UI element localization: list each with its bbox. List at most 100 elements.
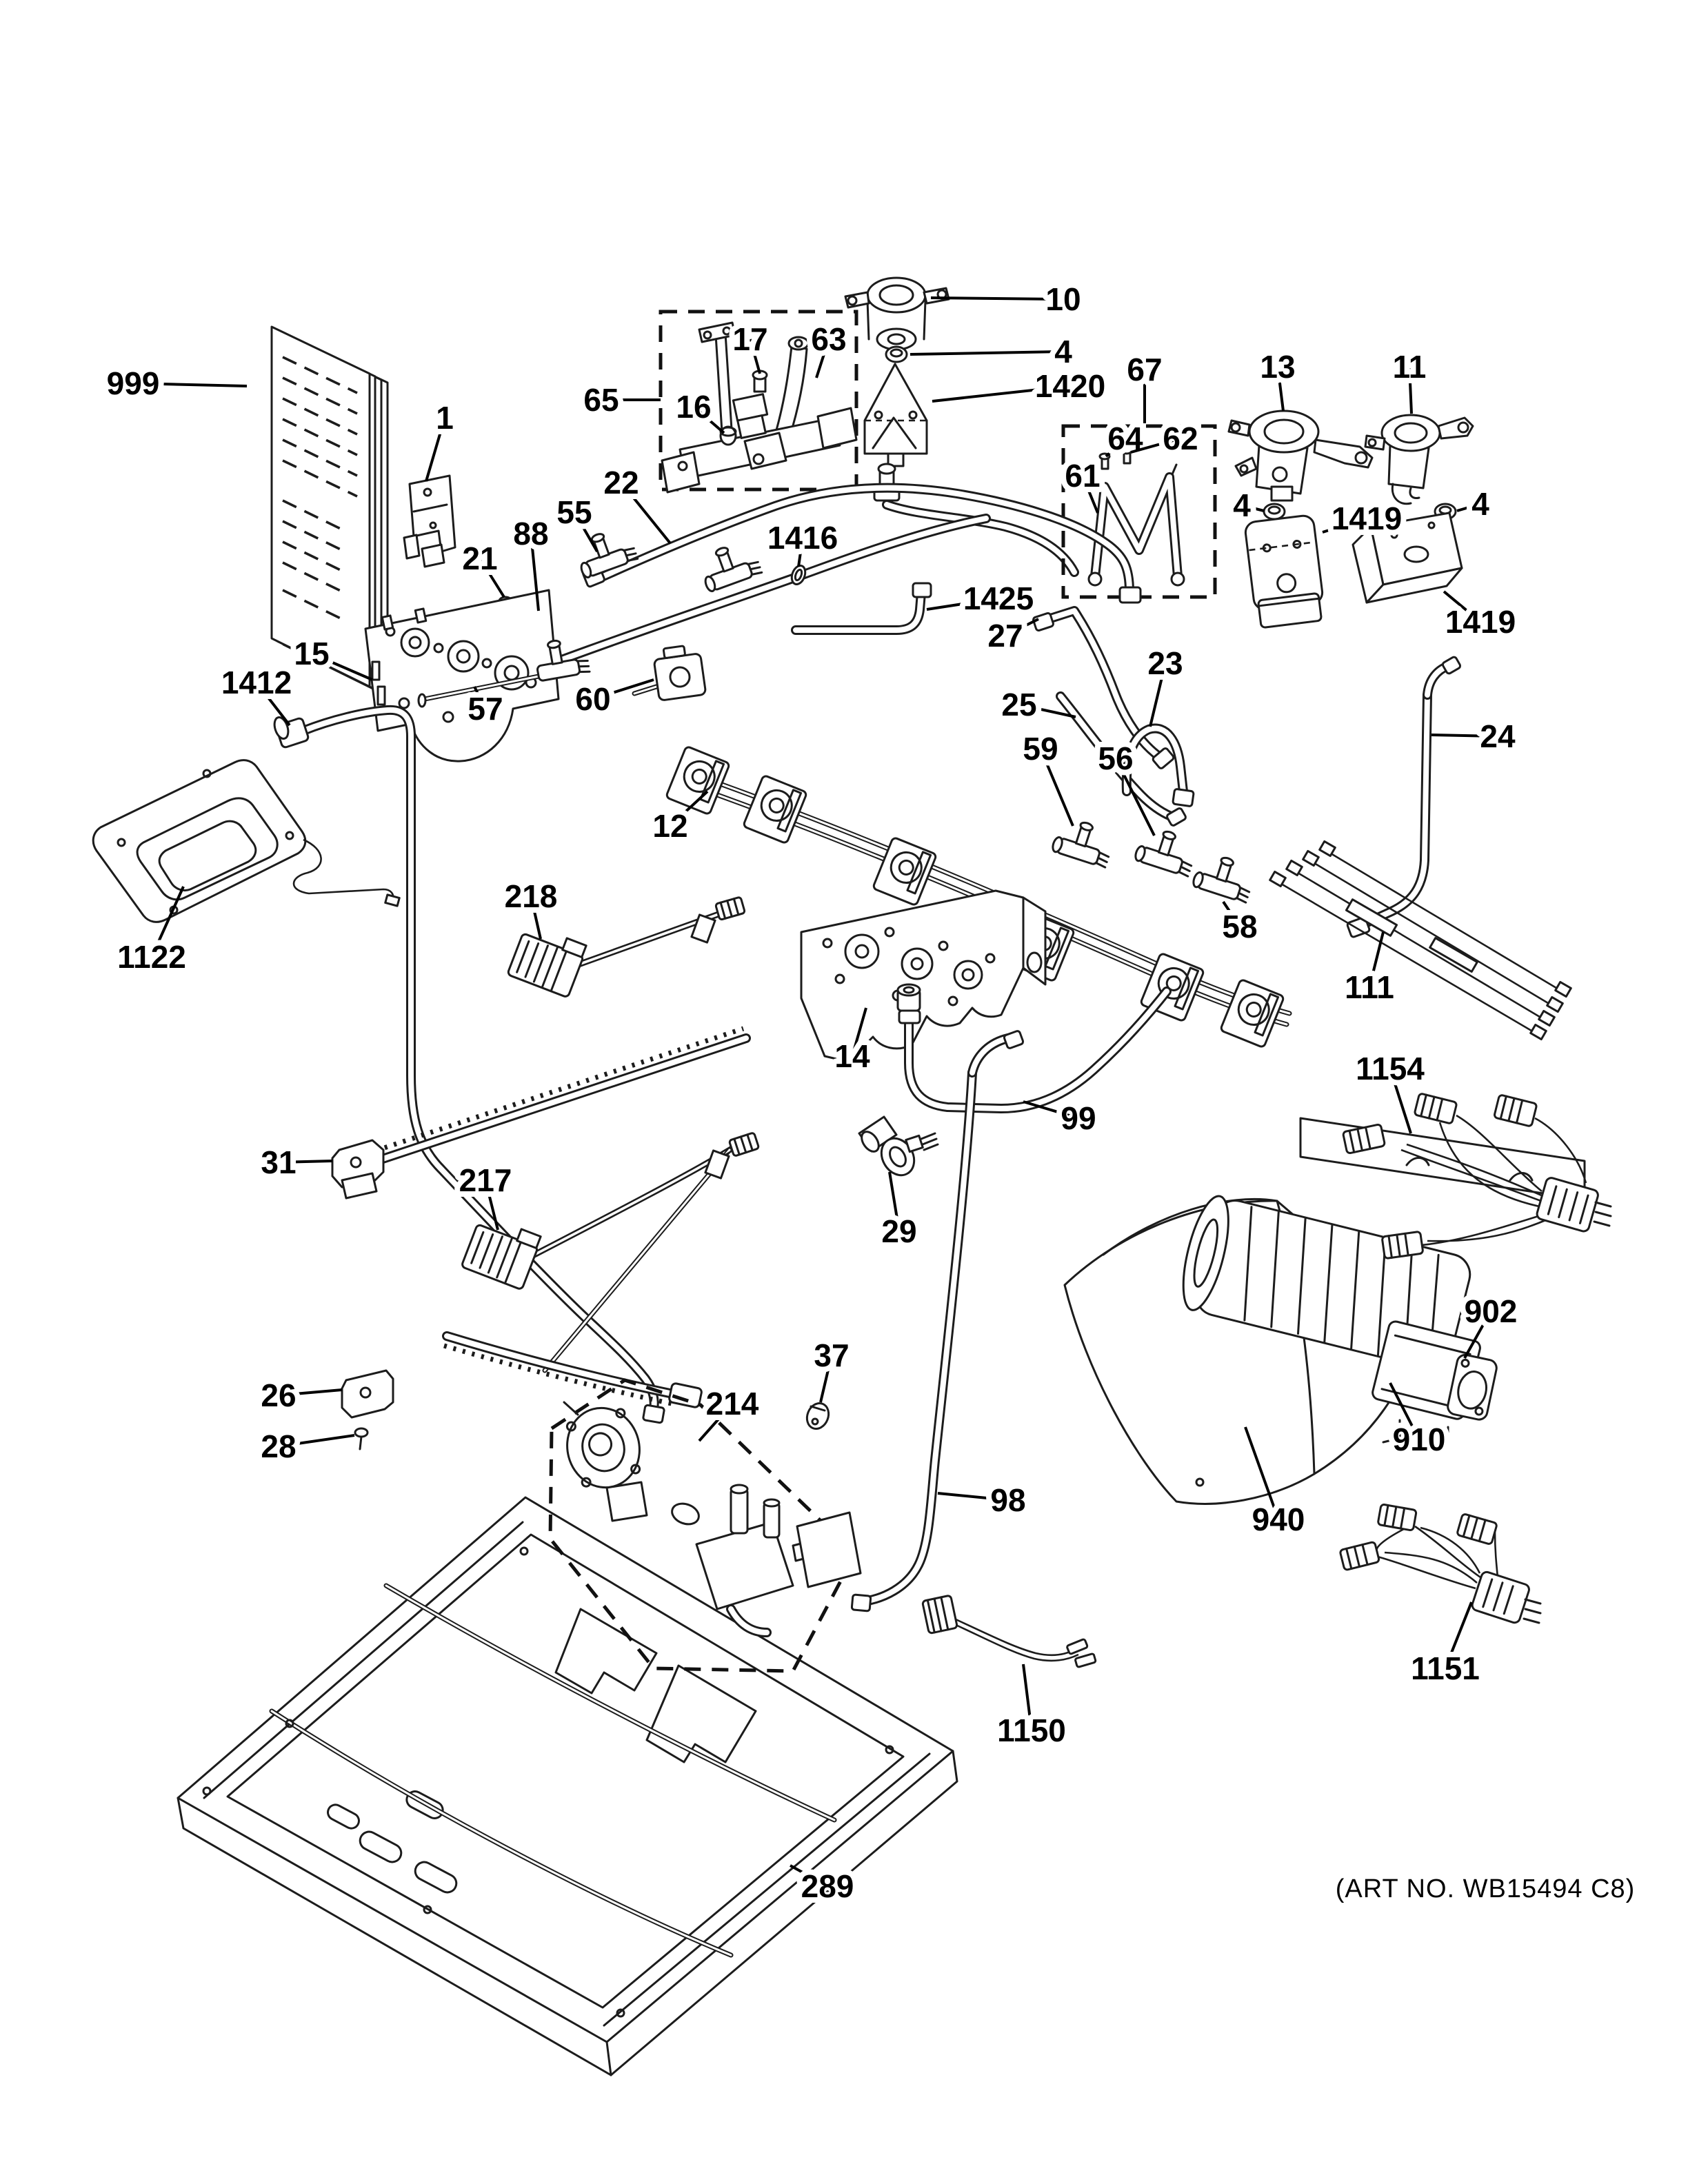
callout-62: 62 (1130, 415, 1204, 462)
bracket-assembly-67 (1061, 424, 1217, 599)
orifice-holder-11 (1364, 414, 1474, 505)
callout-214: 214 (698, 1380, 765, 1442)
callout-57: 57 (462, 685, 508, 732)
callout-60: 60 (570, 676, 654, 722)
svg-text:98: 98 (990, 1482, 1025, 1518)
callout-67: 67 (1121, 346, 1168, 423)
surface-valve-57v (536, 639, 591, 682)
supply-pipe-98 (850, 1030, 1025, 1612)
orifice-holder-13 (1227, 410, 1374, 502)
callout-111: 111 (1339, 931, 1400, 1011)
svg-text:65: 65 (583, 382, 619, 418)
spark-module-218 (507, 896, 746, 998)
art-number: (ART NO. WB15494 C8) (1336, 1874, 1636, 1903)
svg-text:60: 60 (575, 681, 610, 717)
svg-text:31: 31 (261, 1144, 296, 1180)
bracket-1 (403, 474, 456, 568)
callout-21: 21 (456, 535, 505, 598)
callout-999: 999 (101, 360, 248, 407)
gas-tube-22 (582, 483, 1142, 604)
callout-218: 218 (499, 873, 563, 940)
svg-text:1419: 1419 (1332, 501, 1402, 536)
callout-289: 289 (790, 1863, 859, 1910)
orifice-nut-4b (1263, 503, 1286, 520)
gas-tube-1425 (791, 582, 932, 635)
insulation-pad-1122 (92, 759, 401, 923)
svg-text:16: 16 (676, 389, 711, 425)
callout-1122: 1122 (112, 886, 192, 980)
callout-37: 37 (808, 1332, 855, 1403)
electrode-wires-111 (1269, 840, 1572, 1041)
callout-1: 1 (425, 394, 459, 482)
manifold-bracket-15 (364, 589, 560, 762)
callout-12: 12 (647, 790, 709, 849)
callout-14: 14 (829, 1007, 876, 1080)
svg-text:29: 29 (881, 1213, 916, 1249)
bracket-1419-left (1244, 514, 1324, 629)
svg-text:12: 12 (652, 808, 687, 844)
oven-tube-99 (896, 983, 1172, 1113)
svg-text:1420: 1420 (1035, 368, 1105, 404)
svg-text:27: 27 (987, 618, 1023, 654)
svg-text:11: 11 (1393, 349, 1427, 385)
svg-text:22: 22 (603, 465, 639, 501)
surface-valve-55b (704, 547, 763, 592)
callout-902: 902 (1459, 1288, 1523, 1359)
callout-56: 56 (1092, 735, 1156, 836)
burner-tube-24 (1346, 656, 1462, 938)
callout-63: 63 (805, 316, 852, 378)
callout-23: 23 (1142, 640, 1189, 727)
callout-13: 13 (1254, 343, 1301, 412)
svg-text:4: 4 (1054, 334, 1072, 370)
oven-valve-56 (1134, 830, 1193, 878)
callout-4: 4 (1456, 481, 1495, 527)
callout-1416: 1416 (762, 514, 843, 567)
svg-text:88: 88 (513, 516, 548, 552)
supply-pipe-1412 (273, 705, 665, 1424)
callout-29: 29 (876, 1171, 923, 1255)
callout-4: 4 (1227, 482, 1265, 529)
callout-4: 4 (910, 328, 1078, 375)
svg-text:214: 214 (706, 1386, 759, 1422)
owners-manual (270, 325, 389, 697)
callout-25: 25 (996, 681, 1076, 728)
svg-text:1150: 1150 (997, 1712, 1066, 1748)
svg-text:59: 59 (1023, 731, 1058, 767)
callout-58: 58 (1216, 900, 1263, 950)
svg-text:940: 940 (1252, 1502, 1305, 1537)
callout-1420: 1420 (932, 363, 1111, 410)
callout-55: 55 (551, 489, 599, 553)
callout-17: 17 (727, 316, 774, 374)
callout-1154: 1154 (1350, 1045, 1430, 1134)
part-illustrations (92, 276, 1612, 2076)
svg-text:1425: 1425 (963, 580, 1034, 616)
igniter-elbow-29 (858, 1115, 939, 1177)
callout-1412: 1412 (216, 659, 297, 727)
callout-98: 98 (937, 1477, 1032, 1524)
callout-1425: 1425 (926, 575, 1039, 622)
svg-text:62: 62 (1163, 421, 1198, 456)
svg-text:289: 289 (801, 1868, 854, 1904)
base-panel (177, 1496, 958, 2076)
svg-text:99: 99 (1061, 1100, 1096, 1136)
callout-910: 910 (1387, 1382, 1451, 1463)
svg-text:999: 999 (107, 365, 160, 401)
svg-text:10: 10 (1045, 281, 1081, 317)
oven-valve-58 (1192, 856, 1251, 904)
orifice-nut-4a (885, 345, 908, 363)
burner-bracket-14 (800, 889, 1047, 1063)
cap-37 (805, 1402, 830, 1430)
burner-assembly-10 (844, 276, 950, 351)
svg-text:26: 26 (261, 1377, 296, 1413)
burner-tube-23 (1121, 723, 1195, 807)
svg-text:218: 218 (505, 878, 558, 914)
surface-valve-55 (580, 533, 639, 578)
svg-text:25: 25 (1001, 687, 1036, 722)
bake-burner-bar (442, 1331, 703, 1408)
oven-valve-59 (1052, 821, 1110, 869)
callout-27: 27 (982, 612, 1039, 659)
svg-text:21: 21 (462, 540, 497, 576)
manifold-assembly-65 (659, 310, 858, 494)
svg-text:14: 14 (834, 1038, 870, 1074)
